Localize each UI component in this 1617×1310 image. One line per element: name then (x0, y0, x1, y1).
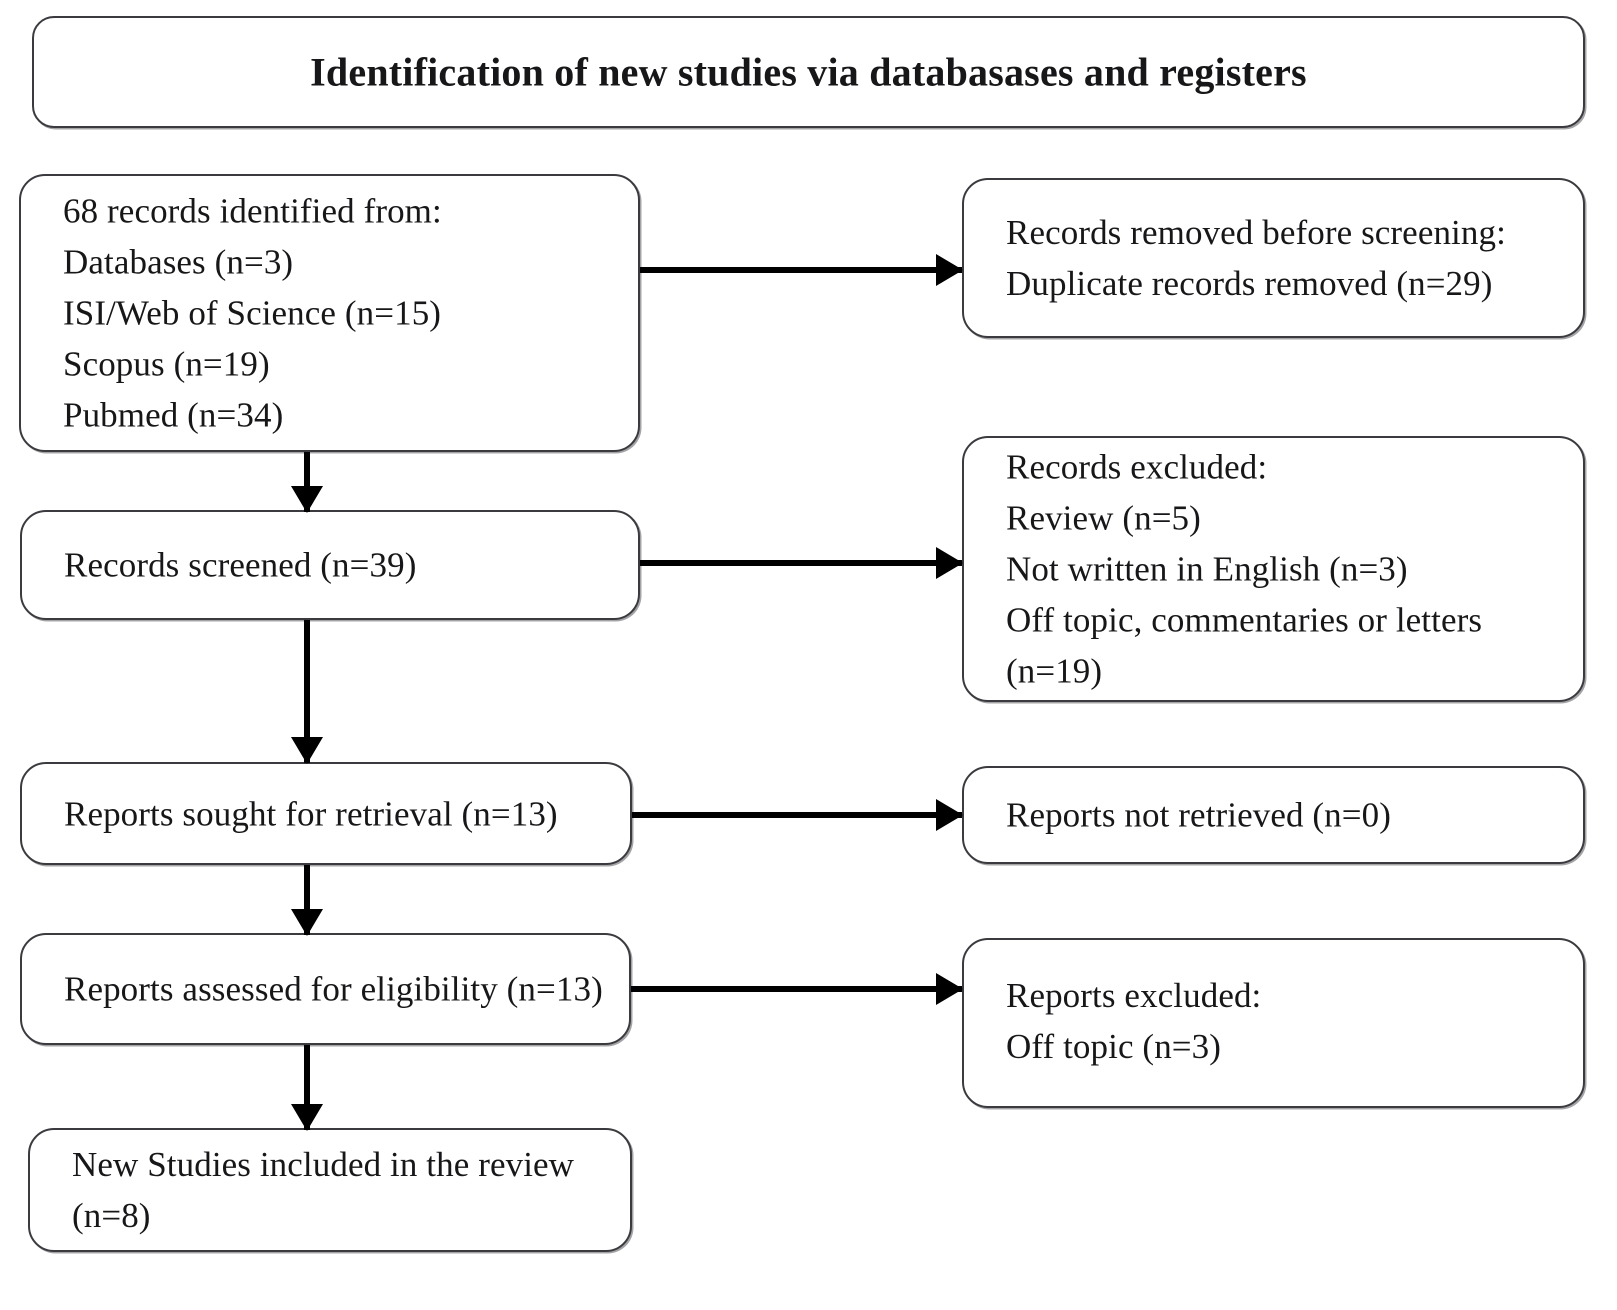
box-records-excluded: Records excluded: Review (n=5) Not writt… (962, 436, 1585, 702)
text-line: New Studies included in the review (72, 1145, 575, 1184)
text-line: Duplicate records removed (n=29) (1006, 264, 1493, 303)
box-reports-not-retrieved: Reports not retrieved (n=0) (962, 766, 1585, 864)
text-line: Records screened (n=39) (64, 545, 417, 585)
box-reports-assessed-text: Reports assessed for eligibility (n=13) (64, 964, 611, 1015)
box-records-screened: Records screened (n=39) (20, 510, 640, 620)
box-reports-excluded: Reports excluded: Off topic (n=3) (962, 938, 1585, 1108)
box-reports-sought-for-retrieval: Reports sought for retrieval (n=13) (20, 762, 632, 865)
box-records-removed-text: Records removed before screening: Duplic… (1006, 207, 1565, 309)
text-line: ISI/Web of Science (n=15) (63, 293, 442, 333)
box-new-studies-included-text: New Studies included in the review (n=8) (72, 1139, 612, 1241)
text-line: Not written in English (n=3) (1006, 549, 1408, 589)
header-banner: Identification of new studies via databa… (32, 16, 1585, 128)
arrow-identified-to-records-removed-icon (640, 254, 963, 286)
page-title: Identification of new studies via databa… (310, 49, 1307, 95)
arrow-sought-to-assessed-icon (291, 865, 323, 936)
box-records-excluded-text: Records excluded: Review (n=5) Not writt… (1006, 442, 1565, 697)
text-line: Off topic (n=3) (1006, 1027, 1221, 1066)
text-line: Pubmed (n=34) (63, 395, 284, 435)
text-line: Reports not retrieved (n=0) (1006, 795, 1391, 835)
arrow-assessed-to-reports-excluded-icon (631, 973, 963, 1005)
box-records-screened-text: Records screened (n=39) (64, 540, 620, 591)
box-reports-not-retrieved-text: Reports not retrieved (n=0) (1006, 790, 1565, 841)
text-line: Records excluded: (1006, 447, 1268, 487)
text-line: (n=19) (1006, 651, 1103, 691)
box-records-identified: 68 records identified from: Databases (n… (19, 174, 640, 452)
text-line: Reports excluded: (1006, 976, 1262, 1015)
text-line: Scopus (n=19) (63, 344, 270, 384)
arrow-screened-to-sought-icon (291, 620, 323, 764)
text-line: 68 records identified from: (63, 191, 442, 231)
text-line: (n=8) (72, 1196, 151, 1235)
box-records-identified-text: 68 records identified from: Databases (n… (63, 186, 620, 441)
box-new-studies-included: New Studies included in the review (n=8) (28, 1128, 632, 1252)
text-line: Records removed before screening: (1006, 213, 1506, 252)
text-line: Databases (n=3) (63, 242, 294, 282)
text-line: Reports assessed for eligibility (n=13) (64, 969, 603, 1009)
text-line: Review (n=5) (1006, 498, 1201, 538)
arrow-identified-to-screened-icon (291, 452, 323, 513)
box-reports-excluded-text: Reports excluded: Off topic (n=3) (1006, 970, 1565, 1072)
box-records-removed-before-screening: Records removed before screening: Duplic… (962, 178, 1585, 338)
box-reports-assessed-for-eligibility: Reports assessed for eligibility (n=13) (20, 933, 631, 1045)
arrow-screened-to-records-excluded-icon (640, 547, 963, 579)
text-line: Off topic, commentaries or letters (1006, 600, 1483, 640)
text-line: Reports sought for retrieval (n=13) (64, 794, 558, 833)
arrow-sought-to-not-retrieved-icon (632, 799, 963, 831)
box-reports-sought-text: Reports sought for retrieval (n=13) (64, 788, 612, 839)
arrow-assessed-to-included-icon (291, 1045, 323, 1131)
